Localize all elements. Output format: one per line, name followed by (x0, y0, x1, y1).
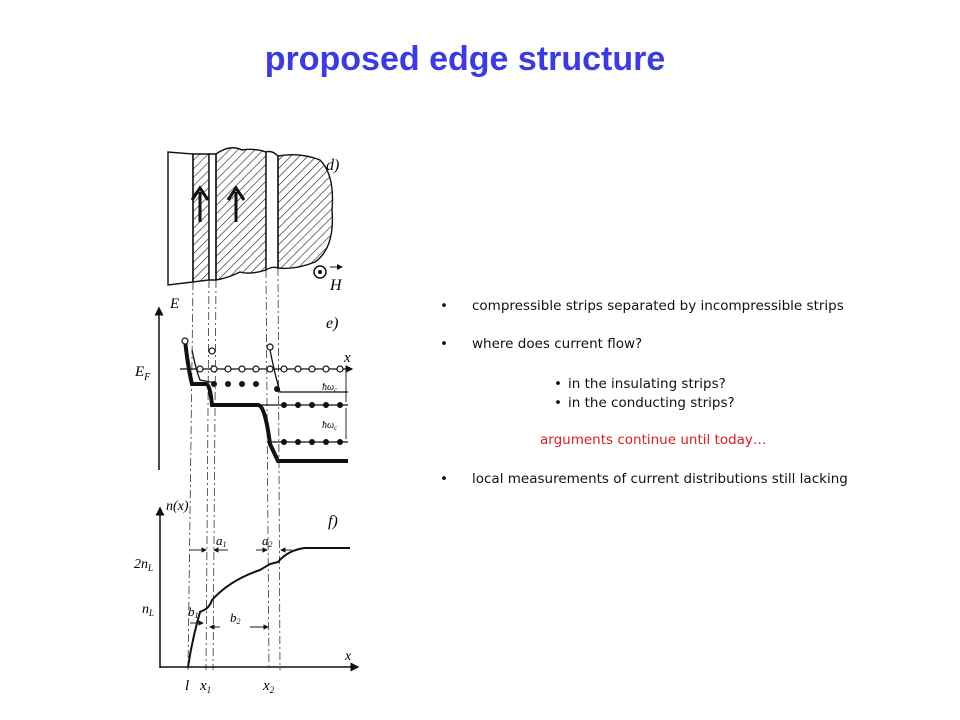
tick-2nL: 2nL (134, 557, 153, 573)
bullet-icon: • (440, 471, 448, 487)
bullet-icon: • (440, 298, 448, 314)
x-tick-x2: x2 (262, 678, 275, 695)
panel-e: E x EF e) (134, 296, 354, 470)
bullet-icon: • (554, 376, 562, 392)
panel-d: H d) (167, 147, 343, 294)
slide-title: proposed edge structure (264, 40, 666, 78)
gap-label-1: ħωc (322, 382, 338, 394)
panel-f-label: f) (328, 513, 338, 530)
bullet-icon: • (554, 395, 562, 411)
density-axis-label: n(x) (166, 499, 189, 514)
x-tick-x1: x1 (199, 678, 211, 695)
a2-label: a2 (262, 533, 273, 549)
b1-label: b1 (188, 604, 199, 620)
x-axis-label-f: x (344, 649, 352, 664)
x-tick-l: l (185, 678, 189, 694)
panel-d-label: d) (326, 157, 339, 174)
b2-label: b2 (230, 610, 241, 626)
energy-axis-label: E (169, 296, 179, 312)
panel-e-label: e) (326, 315, 338, 332)
bullet-icon: • (440, 336, 448, 352)
field-label: H (329, 277, 343, 294)
note-text: arguments continue until today… (540, 432, 767, 448)
guide-lines (187, 267, 281, 671)
gap-label-2: ħωc (322, 420, 338, 432)
field-out-of-plane-icon (313, 265, 327, 279)
a1-label: a1 (216, 533, 227, 549)
tick-nL: nL (142, 602, 154, 618)
panel-f: n(x) x f) 2nL nL a1 a2 b1 b2 l x1 x2 (134, 499, 360, 695)
edge-structure-figure: H d) E x EF e) (130, 130, 390, 710)
fermi-energy-label: EF (134, 364, 151, 383)
x-axis-label: x (343, 350, 351, 366)
